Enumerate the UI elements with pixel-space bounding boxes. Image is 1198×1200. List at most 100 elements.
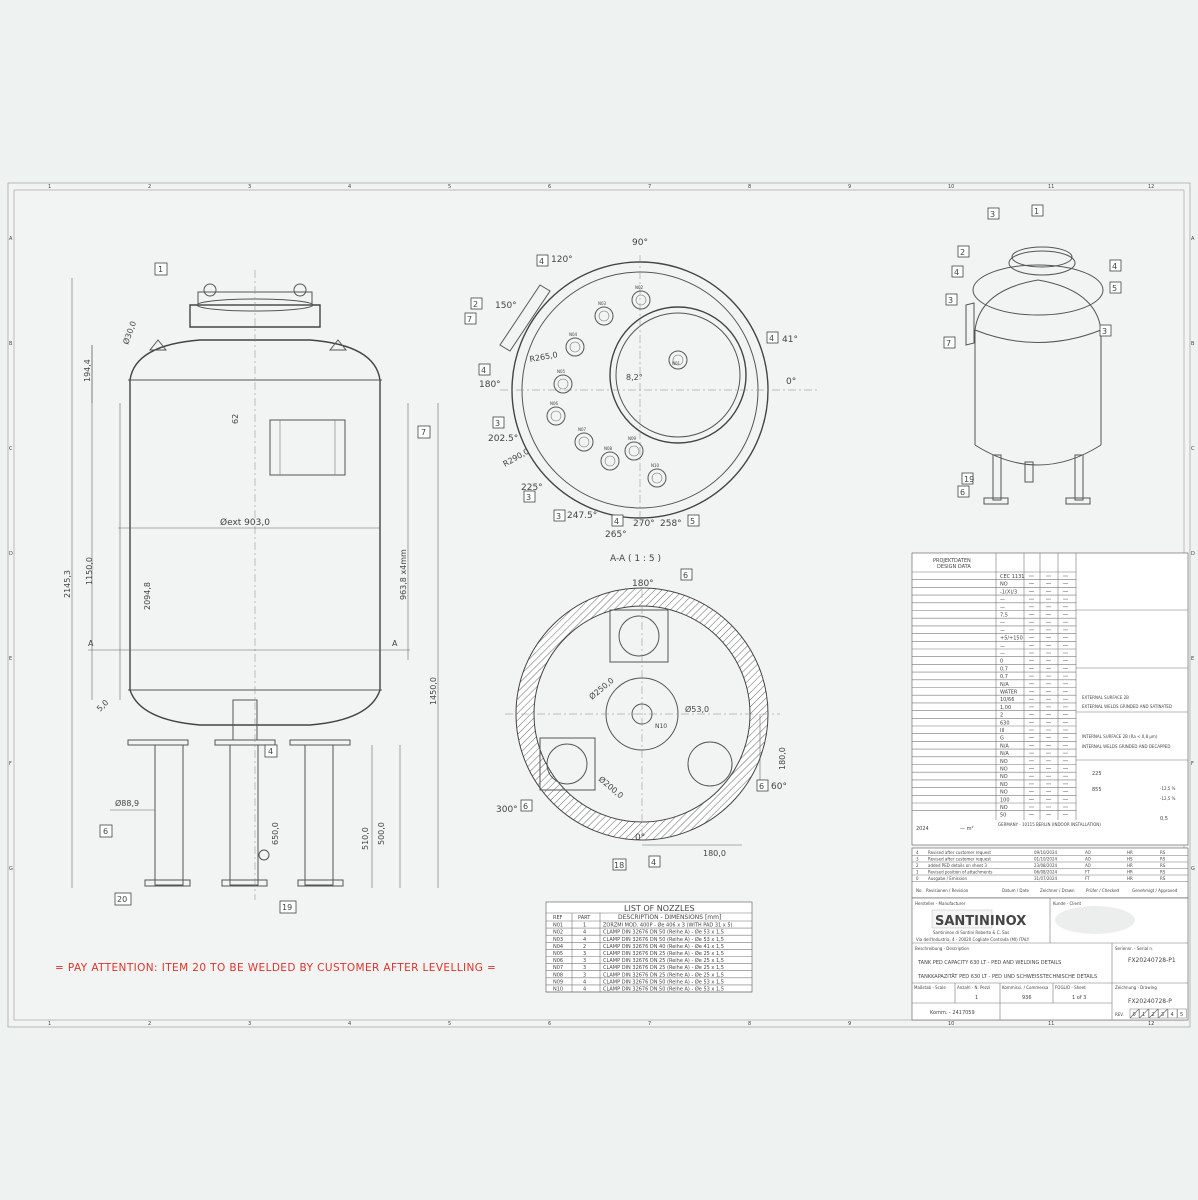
angle-label: 60° — [771, 782, 787, 792]
revision-cell: 06/08/2024 — [1034, 870, 1058, 875]
rev-label: REV. — [1115, 1012, 1124, 1017]
column-header: REF — [553, 915, 563, 921]
angle-258: 258° — [660, 519, 682, 529]
revision-cell: Revised position of attachments — [928, 870, 992, 875]
nozzle-label: N09 — [628, 436, 637, 441]
revision-cell: HR — [1127, 863, 1133, 868]
callout: 3 — [526, 493, 531, 502]
qty: 1 — [975, 995, 978, 1001]
revision-cell: FT — [1085, 870, 1090, 875]
sheet: 1 of 3 — [1072, 995, 1086, 1001]
elevation-view — [71, 270, 439, 900]
rev-cell-label: 1 — [1142, 1012, 1145, 1018]
company-logo: SANTININOX — [935, 914, 1026, 929]
angle-label: 0° — [635, 833, 645, 843]
rev-cell-label: 5 — [1180, 1012, 1183, 1018]
external-surface: EXTERNAL SURFACE 2B — [1082, 695, 1129, 700]
rev-cell — [1139, 1008, 1149, 1019]
design-value: 0 — [1000, 659, 1003, 665]
design-value: 0,7 — [1000, 666, 1008, 672]
commission: 936 — [1022, 995, 1032, 1001]
callout-6: 6 — [103, 827, 108, 836]
description-en: TANK PED CAPACITY 630 LT - PED AND WELDI… — [917, 960, 1061, 966]
column-label: 5 — [448, 1021, 451, 1027]
nozzle-row-cell: 3 — [583, 965, 586, 971]
nozzle-bore — [672, 354, 684, 366]
revision-header: Zeichner / Drawn — [1040, 888, 1075, 893]
nozzle-row-cell: 3 — [583, 972, 586, 978]
iso-callout-box — [987, 207, 1000, 220]
design-value: 7,5 — [1000, 613, 1008, 619]
revision-cell: Revised after customer request — [928, 857, 991, 862]
design-value: WATER — [1000, 690, 1018, 696]
drawing-label: Zeichnung - Drawing — [1115, 985, 1157, 990]
design-value: — — [1000, 597, 1005, 603]
row-label: A — [1191, 236, 1195, 242]
rev-cell — [1129, 1008, 1140, 1019]
nozzle-circle — [600, 451, 620, 471]
angle-247: 247.5° — [567, 511, 597, 521]
dim-2094: 2094,8 — [143, 582, 152, 610]
description-label: Beschreibung - Description — [915, 946, 970, 951]
revision-header: Datum / Date — [1002, 888, 1030, 893]
nozzle-row-cell: ZORZMI MOD. 400P - Øe 406 x 3 (WITH PAD … — [603, 922, 733, 929]
title-block: Hersteller - Manufacturer Kunde - Client… — [911, 897, 1189, 1021]
callout: 6 — [759, 782, 764, 791]
nozzle-row-cell: N04 — [553, 944, 563, 950]
revision-cell: 3 — [916, 857, 919, 862]
nozzle-label: N05 — [557, 369, 566, 374]
rev-cell — [1158, 1008, 1168, 1019]
rev-strike — [1129, 1008, 1140, 1019]
section-title: A-A ( 1 : 5 ) — [610, 554, 661, 564]
design-data-table: PROJEKTDATEN DESIGN DATA CEC 1131NO-1(X)… — [911, 552, 1189, 846]
nozzle-bore — [557, 378, 569, 390]
nozzle-circle — [631, 290, 651, 310]
callout: 5 — [690, 517, 695, 526]
column-label: 4 — [348, 1021, 351, 1027]
tolerance: -12,5 % — [1160, 786, 1176, 791]
rev-cell-label: 0 — [1133, 1012, 1136, 1018]
row-label: F — [9, 761, 12, 767]
nozzle-bore — [635, 294, 647, 306]
commission-label: Kommissi. / Commessa — [1002, 985, 1049, 990]
company-line: Santininox di Santini Roberto & C. Sas — [933, 930, 1009, 935]
nozzle-row-cell: CLAMP DIN 32676 DN 50 (Reihe A) - Øe 53 … — [603, 929, 724, 936]
nozzle-circle — [553, 374, 573, 394]
area: — m² — [960, 826, 973, 832]
revision-cell: RS — [1160, 850, 1166, 855]
nozzle-bore — [578, 436, 590, 448]
dim-194: 194,4 — [83, 359, 92, 382]
nozzle-row-cell: N10 — [553, 987, 563, 993]
nozzle-row-cell: 4 — [583, 937, 586, 943]
year: 2024 — [916, 826, 929, 832]
angle-label: 180° — [632, 579, 654, 589]
iso-callout-box — [1109, 259, 1122, 272]
revision-cell: HR — [1127, 870, 1133, 875]
internal-surface: INTERNAL SURFACE 2B (Ra < 0,8 μm) — [1082, 734, 1158, 739]
design-value: NO — [1000, 782, 1008, 788]
revision-cell: Revised after customer request — [928, 850, 991, 855]
warning-note: = PAY ATTENTION: ITEM 20 TO BE WELDED BY… — [55, 962, 496, 974]
design-value: NO — [1000, 790, 1008, 796]
nozzle-row-cell: N08 — [553, 972, 563, 978]
top-view — [499, 255, 820, 525]
callout-7: 7 — [421, 428, 426, 437]
elevation-callouts: 1 7 6 4 20 19 — [99, 262, 431, 914]
row-label: F — [1191, 761, 1194, 767]
revision-cell: 4 — [916, 850, 919, 855]
design-value: NO — [1000, 805, 1008, 811]
thickness: 0,5 — [1160, 816, 1168, 822]
row-label: E — [1191, 656, 1194, 662]
rev-cell — [1148, 1008, 1159, 1019]
angle-180: 180° — [479, 380, 501, 390]
scale-label: Maßstab - Scale — [914, 985, 946, 990]
design-value: 50 — [1000, 813, 1006, 819]
nozzle-bore — [628, 445, 640, 457]
column-label: 6 — [548, 184, 551, 190]
design-value: — — [1000, 628, 1005, 634]
design-value: NO — [1000, 582, 1008, 588]
row-label: G — [1191, 866, 1195, 872]
weight: 855 — [1092, 787, 1102, 793]
nozzle-bore — [550, 410, 562, 422]
